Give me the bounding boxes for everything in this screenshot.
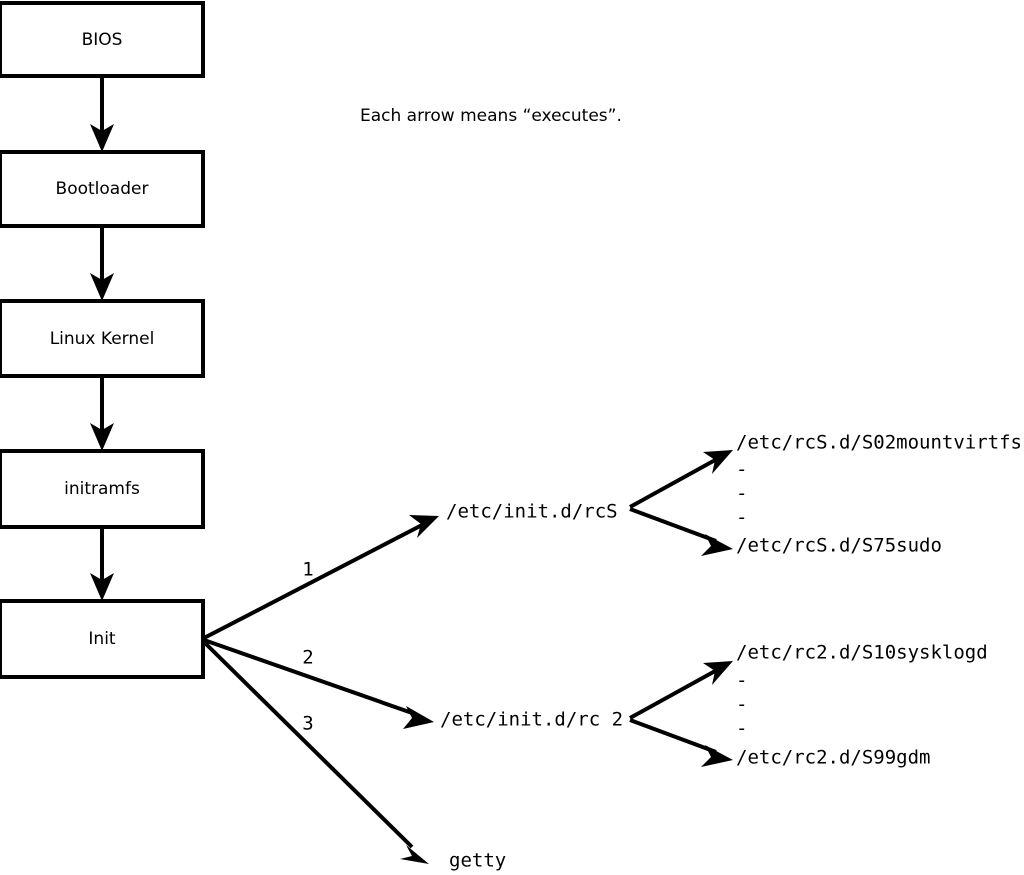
arrowhead-rcs-to-last-script	[701, 534, 733, 556]
box-initramfs-rect	[0, 449, 205, 529]
arrowhead-bootloader-to-kernel	[90, 273, 114, 301]
arrow-rcs-to-first-script	[629, 450, 733, 509]
rc2-ellipsis-dash-1: -	[736, 670, 747, 692]
box-init-rect	[0, 599, 205, 679]
branch-number-1: 1	[302, 559, 313, 581]
arrow-init-to-getty	[202, 640, 429, 864]
label-rcs-first-script[interactable]: /etc/rcS.d/S02mountvirtfs	[736, 432, 1022, 454]
branch-number-3: 3	[302, 713, 313, 735]
box-bootloader[interactable]: Bootloader	[0, 150, 205, 228]
box-initramfs[interactable]: initramfs	[0, 449, 205, 529]
label-rc2-first-script[interactable]: /etc/rc2.d/S10sysklogd	[736, 642, 988, 664]
rc2-ellipsis-dash-2: -	[736, 694, 747, 716]
arrowhead-init-to-getty	[400, 845, 429, 864]
arrowhead-init-to-rc2	[403, 706, 434, 729]
box-init[interactable]: Init	[0, 599, 205, 679]
box-bios-label: BIOS	[82, 30, 123, 50]
box-linux-kernel[interactable]: Linux Kernel	[0, 299, 205, 378]
box-bios[interactable]: BIOS	[0, 1, 205, 78]
arrow-rc2-to-last-script	[629, 718, 733, 767]
arrow-rc2-to-first-script	[629, 661, 733, 720]
arrow-kernel-to-initramfs	[90, 376, 114, 451]
label-getty[interactable]: getty	[449, 850, 506, 872]
arrowhead-bios-to-bootloader	[90, 124, 114, 152]
label-rc2-last-script[interactable]: /etc/rc2.d/S99gdm	[736, 747, 930, 769]
arrowhead-initramfs-to-init	[90, 573, 114, 601]
rcs-ellipsis-dash-1: -	[736, 459, 747, 481]
label-etc-init-d-rc2[interactable]: /etc/init.d/rc 2	[440, 709, 623, 731]
rcs-ellipsis-dash-2: -	[736, 483, 747, 505]
arrow-init-to-rcs	[203, 515, 439, 640]
arrow-initramfs-to-init	[90, 527, 114, 601]
arrow-bios-to-bootloader	[90, 76, 114, 152]
label-etc-init-d-rcs[interactable]: /etc/init.d/rcS	[446, 501, 618, 523]
arrowhead-rc2-to-first-script	[703, 661, 733, 685]
branch-number-2: 2	[302, 647, 313, 669]
legend-note: Each arrow means “executes”.	[360, 106, 622, 126]
arrowhead-rcs-to-first-script	[703, 450, 733, 474]
rc2-ellipsis-dash-3: -	[736, 718, 747, 740]
box-linux-kernel-label: Linux Kernel	[50, 329, 155, 349]
arrowhead-rc2-to-last-script	[701, 745, 733, 767]
arrow-bootloader-to-kernel	[90, 226, 114, 301]
label-rcs-last-script[interactable]: /etc/rcS.d/S75sudo	[736, 535, 942, 557]
box-linux-kernel-rect	[0, 299, 205, 378]
arrowhead-kernel-to-initramfs	[90, 423, 114, 451]
box-initramfs-label: initramfs	[64, 479, 140, 499]
arrow-rcs-to-last-script	[629, 507, 733, 556]
arrowhead-init-to-rcs	[409, 515, 439, 538]
rcs-ellipsis-dash-3: -	[736, 507, 747, 529]
box-init-label: Init	[88, 629, 116, 649]
arrow-init-to-rc2	[203, 638, 434, 729]
box-bootloader-rect	[0, 150, 205, 228]
box-bootloader-label: Bootloader	[56, 179, 149, 199]
box-bios-rect	[0, 1, 205, 78]
